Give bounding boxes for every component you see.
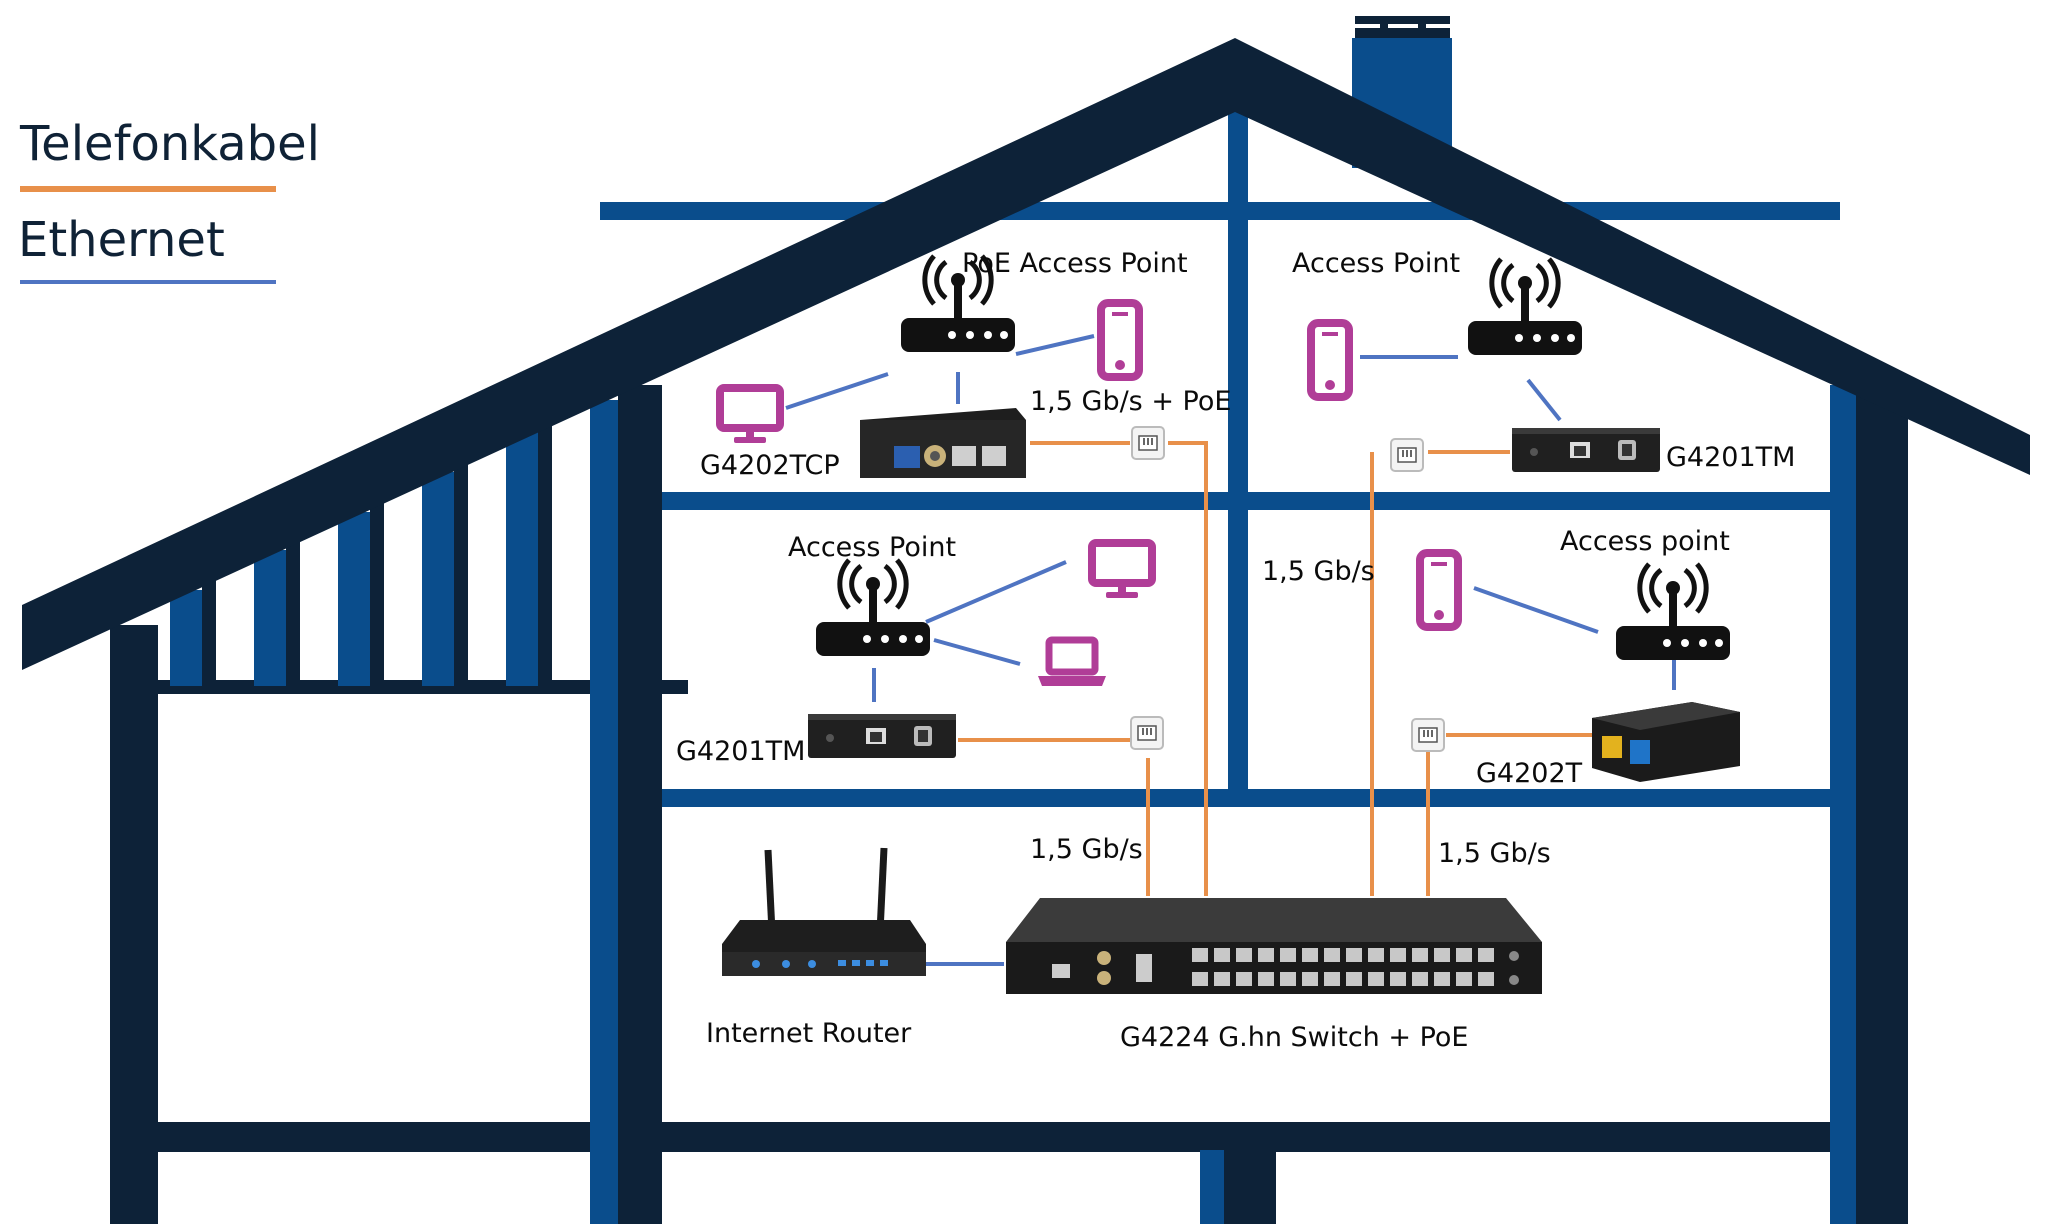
wall-jacks [1130,426,1445,752]
ghn-adapter-icon [808,714,956,758]
ghn-adapter-icon [1512,428,1660,472]
wifi-router-icon [816,560,930,656]
label-access-point-mid-left: Access Point [788,532,956,563]
phone-jack-icon [1390,438,1424,472]
attic-stripes [170,416,552,686]
legend-phone-cable-line [20,186,276,192]
monitor-icon [1092,543,1152,598]
phone-jack-icon [1131,426,1165,460]
access-point-mid-right [1616,564,1730,660]
internet-router-device [722,847,926,976]
label-switch: G4224 G.hn Switch + PoE [1120,1022,1468,1053]
legend-phone-cable-label: Telefonkabel [19,116,320,172]
label-internet-router: Internet Router [706,1018,912,1049]
smartphone-icon [1311,323,1349,397]
label-speed-low-right: 1,5 Gb/s [1438,838,1551,869]
label-g4202t: G4202T [1476,758,1583,789]
house-structure [22,16,2030,1224]
monitor-icon [720,388,780,443]
label-g4202tcp: G4202TCP [700,450,840,481]
label-speed-poe: 1,5 Gb/s + PoE [1030,386,1231,417]
label-access-point-mid-right: Access point [1560,526,1730,557]
label-g4201tm-mid: G4201TM [676,736,805,767]
ethernet-cables [785,334,1676,966]
switch-ports-top [1192,948,1494,962]
wifi-router-icon [1616,564,1730,660]
g4201tm-mid-device [808,714,956,758]
g4224-switch-device [1006,898,1542,994]
smartphone-icon [1420,553,1458,627]
laptop-icon [1038,640,1106,686]
label-g4201tm-top: G4201TM [1666,442,1795,473]
label-speed-mid: 1,5 Gb/s [1262,556,1375,587]
legend-ethernet-label: Ethernet [18,212,225,268]
wifi-router-icon [1468,259,1582,355]
g4201tm-top-device [1512,428,1660,472]
access-point-top-right [1468,259,1582,355]
switch-ports-bottom [1192,972,1494,986]
g4202t-device [1592,702,1740,782]
access-point-mid-left [816,560,930,656]
g4202tcp-device [860,408,1026,478]
legend-ethernet-line [20,280,276,284]
diagram-labels: PoE Access Point Access Point G4202TCP 1… [676,248,1795,1053]
label-speed-low-left: 1,5 Gb/s [1030,834,1143,865]
smartphone-icon [1101,303,1139,377]
phone-jack-icon [1130,716,1164,750]
label-poe-access-point: PoE Access Point [962,248,1188,279]
phone-cables [958,441,1592,896]
legend: Telefonkabel Ethernet [18,116,320,284]
phone-jack-icon [1411,718,1445,752]
label-access-point-top-right: Access Point [1292,248,1460,279]
